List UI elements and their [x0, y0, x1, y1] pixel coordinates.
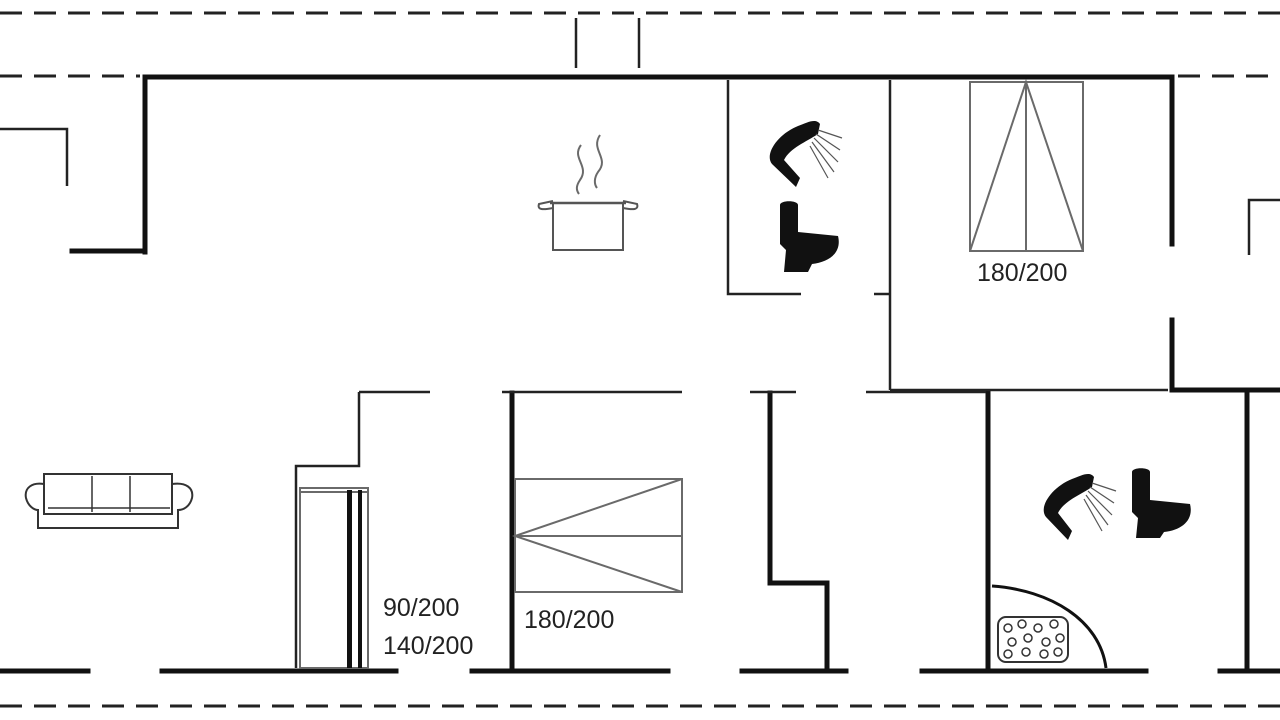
- plot-boundary: [0, 11, 1280, 708]
- double-bed-top: [969, 78, 1084, 252]
- cooking-pot-icon: [537, 134, 639, 251]
- interior-partitions: [0, 80, 1280, 668]
- whirlpool-bath-icon: [991, 584, 1108, 669]
- shower-icon: [769, 120, 843, 187]
- chimney: [574, 18, 641, 68]
- shower-icon-bathroom-2: [1043, 473, 1117, 540]
- walls: [0, 74, 1280, 674]
- toilet-icon: [780, 201, 839, 272]
- bed-size-label-top: 180/200: [977, 259, 1067, 287]
- double-bed-bottom: [511, 478, 683, 593]
- toilet-icon-bathroom-2: [1132, 468, 1191, 538]
- sofa-icon: [24, 473, 194, 529]
- bunk-upper-label: 90/200: [383, 594, 459, 622]
- bunk-lower-label: 140/200: [383, 632, 473, 660]
- bunk-bed: [299, 487, 369, 669]
- bed-size-label-bottom: 180/200: [524, 606, 614, 634]
